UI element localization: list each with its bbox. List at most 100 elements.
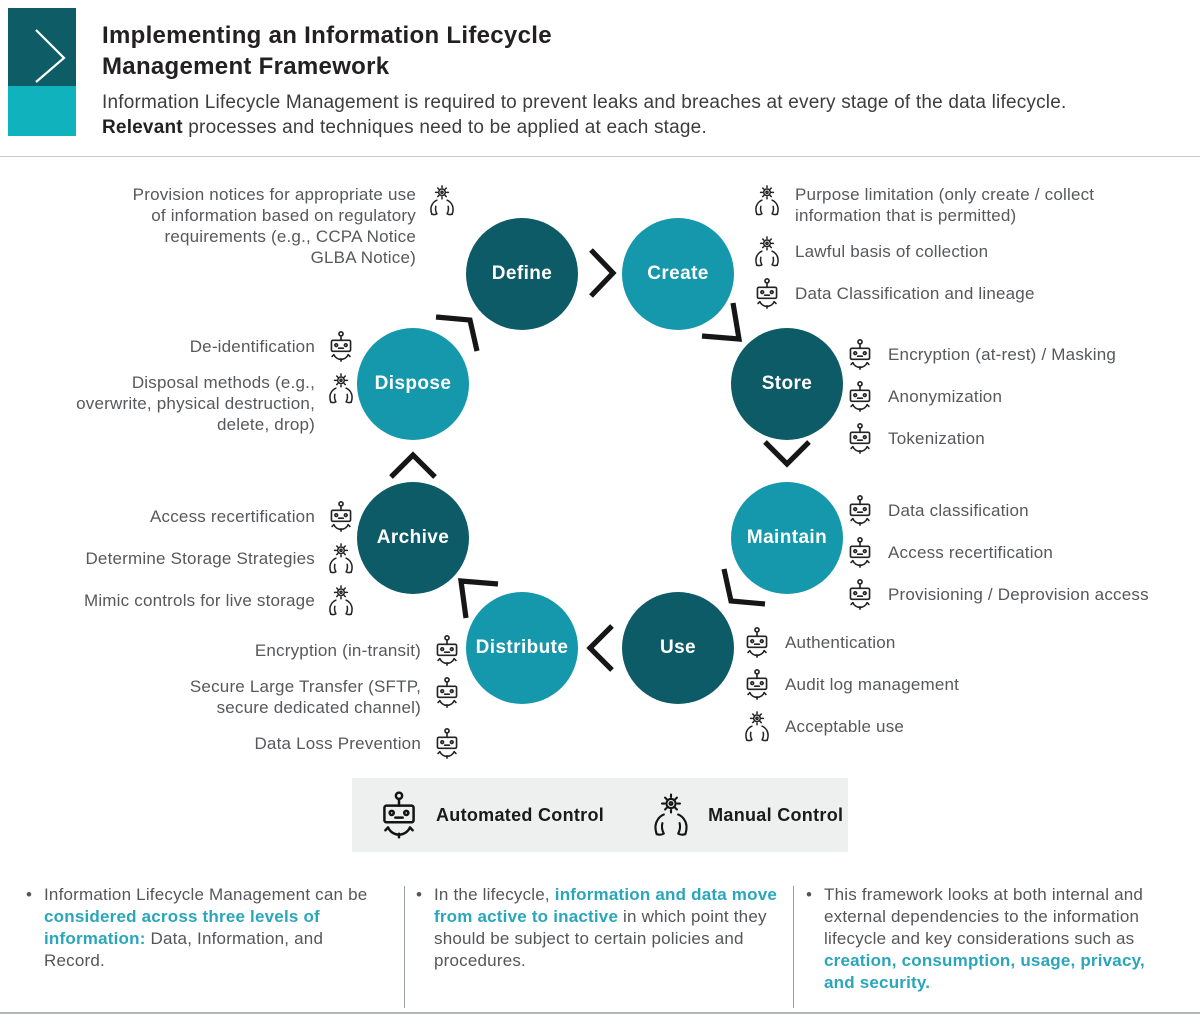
chevron-right-icon: [35, 29, 66, 83]
automated-control-icon: [845, 380, 875, 413]
connector-store-maintain: [763, 440, 811, 468]
automated-control-icon: [432, 676, 462, 709]
stage-circle-create: Create: [622, 218, 734, 330]
footnote-text: In the lifecycle, information and data m…: [434, 884, 778, 972]
note-text: Data Loss Prevention: [254, 734, 421, 753]
header-accent-square-dark: [8, 8, 76, 86]
stage-label: Use: [659, 637, 697, 658]
hands-holding-gear-icon: [650, 791, 692, 839]
note-text: Tokenization: [888, 429, 985, 448]
footnote-pre: Information Lifecycle Management can be: [44, 885, 368, 904]
distribute-notes: Encryption (in-transit) Secure Large Tra…: [140, 634, 462, 769]
note-item: Disposal methods (e.g., overwrite, physi…: [56, 372, 356, 435]
note-item: Tokenization: [845, 422, 1175, 455]
stage-label: Dispose: [374, 373, 452, 394]
stage-label: Archive: [376, 527, 450, 548]
note-text: Access recertification: [149, 507, 315, 526]
footnote-highlight: considered across three levels of inform…: [44, 907, 320, 948]
note-item: Data Classification and lineage: [752, 277, 1172, 310]
header-divider: [0, 156, 1200, 157]
legend-manual-label: Manual Control: [708, 804, 844, 825]
bullet-marker: •: [416, 885, 423, 904]
header-accent-square-light: [8, 86, 76, 136]
stage-circle-distribute: Distribute: [466, 592, 578, 704]
note-item: Provisioning / Deprovision access: [845, 578, 1185, 611]
stage-circle-use: Use: [622, 592, 734, 704]
manual-control-icon: [326, 584, 356, 617]
note-text: Disposal methods (e.g., overwrite, physi…: [76, 373, 315, 434]
note-text: Mimic controls for live storage: [83, 591, 315, 610]
note-item: De-identification: [56, 330, 356, 363]
manual-control-icon: [427, 184, 457, 217]
stage-label: Store: [761, 373, 813, 394]
automated-control-icon: [845, 422, 875, 455]
note-text: Secure Large Transfer (SFTP, secure dedi…: [189, 677, 421, 717]
stage-label: Create: [647, 263, 709, 284]
subtitle-text-2: processes and techniques need to be appl…: [182, 117, 707, 138]
note-text: Data classification: [888, 501, 1029, 520]
note-item: Lawful basis of collection: [752, 235, 1172, 268]
footnote-highlight: creation, consumption, usage, privacy, a…: [824, 951, 1145, 992]
automated-control-icon: [845, 338, 875, 371]
dispose-notes: De-identification Disposal methods (e.g.…: [56, 330, 356, 444]
note-text: Data Classification and lineage: [795, 284, 1035, 303]
footnote-text: Information Lifecycle Management can be …: [44, 884, 388, 972]
note-text: Determine Storage Strategies: [85, 549, 315, 568]
manual-control-icon: [326, 372, 356, 405]
legend-automated-label: Automated Control: [436, 804, 605, 825]
stage-label: Distribute: [475, 637, 569, 658]
automated-control-icon: [326, 330, 356, 363]
create-notes: Purpose limitation (only create / collec…: [752, 184, 1172, 319]
store-notes: Encryption (at-rest) / Masking Anonymiza…: [845, 338, 1175, 464]
footnote-divider: [404, 886, 405, 1008]
note-item: Audit log management: [742, 668, 1062, 701]
footnote-pre: This framework looks at both internal an…: [824, 885, 1144, 948]
footnote-post: Data, Information, and Record.: [44, 929, 324, 970]
note-item: Acceptable use: [742, 710, 1062, 743]
automated-control-icon: [432, 727, 462, 760]
automated-control-icon: [742, 626, 772, 659]
page-title: Implementing an Information Lifecycle Ma…: [102, 22, 552, 80]
footnote-highlight: information and data move from active to…: [434, 885, 778, 926]
note-item: Provision notices for appropriate use of…: [113, 184, 457, 268]
stage-label: Maintain: [746, 527, 828, 548]
note-text: Lawful basis of collection: [795, 242, 989, 261]
footnote-text: This framework looks at both internal an…: [824, 884, 1180, 994]
stage-circle-define: Define: [466, 218, 578, 330]
automated-control-icon: [742, 668, 772, 701]
note-item: Encryption (in-transit): [140, 634, 462, 667]
note-item: Purpose limitation (only create / collec…: [752, 184, 1172, 226]
connector-archive-dispose: [389, 451, 437, 479]
footnote-3: • This framework looks at both internal …: [806, 884, 1180, 994]
stage-circle-dispose: Dispose: [357, 328, 469, 440]
note-text: Acceptable use: [785, 717, 905, 736]
automated-control-icon: [845, 578, 875, 611]
note-text: Authentication: [785, 633, 896, 652]
note-text: Provisioning / Deprovision access: [888, 585, 1149, 604]
note-text: Access recertification: [888, 543, 1054, 562]
maintain-notes: Data classification Access recertificati…: [845, 494, 1185, 620]
bullet-marker: •: [806, 885, 813, 904]
note-text: De-identification: [189, 337, 315, 356]
stage-circle-store: Store: [731, 328, 843, 440]
footnote-divider: [793, 886, 794, 1008]
connector-use-distribute: [586, 624, 614, 672]
note-item: Mimic controls for live storage: [36, 584, 356, 617]
stage-circle-maintain: Maintain: [731, 482, 843, 594]
bottom-rule: [0, 1012, 1200, 1014]
subtitle-bold-text: Relevant: [102, 117, 183, 138]
automated-control-icon: [752, 277, 782, 310]
note-item: Data classification: [845, 494, 1185, 527]
robot-head-icon: [376, 790, 422, 840]
note-text: Audit log management: [785, 675, 960, 694]
note-text: Purpose limitation (only create / collec…: [795, 185, 1095, 225]
connector-define-create: [589, 248, 617, 298]
note-item: Encryption (at-rest) / Masking: [845, 338, 1175, 371]
use-notes: Authentication Audit log management Acce…: [742, 626, 1062, 752]
bullet-marker: •: [26, 885, 33, 904]
manual-control-icon: [752, 235, 782, 268]
note-text: Encryption (in-transit): [254, 641, 421, 660]
manual-control-icon: [742, 710, 772, 743]
manual-control-icon: [326, 542, 356, 575]
archive-notes: Access recertification Determine Storage…: [36, 500, 356, 626]
